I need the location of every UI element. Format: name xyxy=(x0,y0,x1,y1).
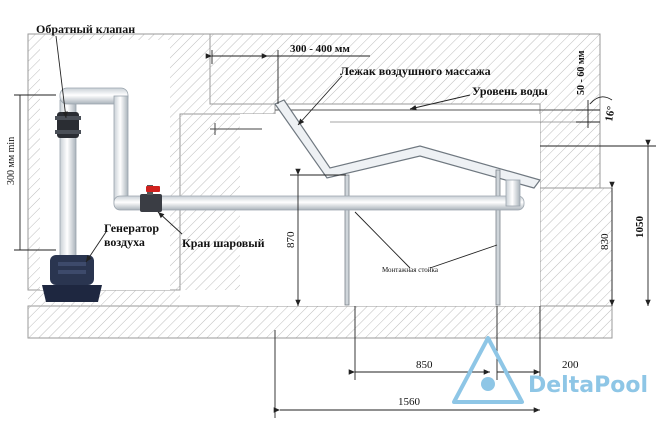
air-pipes xyxy=(59,87,525,266)
water-drop-icon xyxy=(481,377,495,391)
water-surface xyxy=(210,109,600,135)
air-generator-icon xyxy=(42,255,102,302)
ball-valve-label: Кран шаровый xyxy=(182,236,265,250)
brand-name: DeltaPool xyxy=(528,373,648,398)
dimension-lines xyxy=(14,50,656,418)
check-valve-label: Обратный клапан xyxy=(36,22,135,36)
check-valve-icon xyxy=(55,112,81,138)
dim-830: 830 xyxy=(599,233,611,250)
dim-200: 200 xyxy=(562,359,579,371)
ball-valve-icon xyxy=(140,185,162,212)
leader-lines xyxy=(55,35,498,269)
labels: Обратный клапан 300 - 400 мм Лежак возду… xyxy=(6,22,646,408)
triangle-logo-icon xyxy=(452,336,524,404)
water-level-label: Уровень воды xyxy=(472,84,548,98)
min-height-label: 300 мм min xyxy=(6,137,17,185)
generator-label-line1: Генератор xyxy=(104,221,159,235)
dim-850: 850 xyxy=(416,359,433,371)
angle-label: 16° xyxy=(603,105,617,122)
dim-1560: 1560 xyxy=(398,396,421,408)
depth-label: 50 - 60 мм xyxy=(576,50,587,95)
dim-1050: 1050 xyxy=(634,216,646,239)
mount-post-label: Монтажная стойка xyxy=(382,266,439,274)
dim-870: 870 xyxy=(285,231,297,248)
deltapool-logo: DeltaPool xyxy=(452,336,648,404)
bench-label: Лежак воздушного массажа xyxy=(340,64,491,78)
gap-dimension-label: 300 - 400 мм xyxy=(290,43,350,55)
generator-label-line2: воздуха xyxy=(104,235,145,249)
